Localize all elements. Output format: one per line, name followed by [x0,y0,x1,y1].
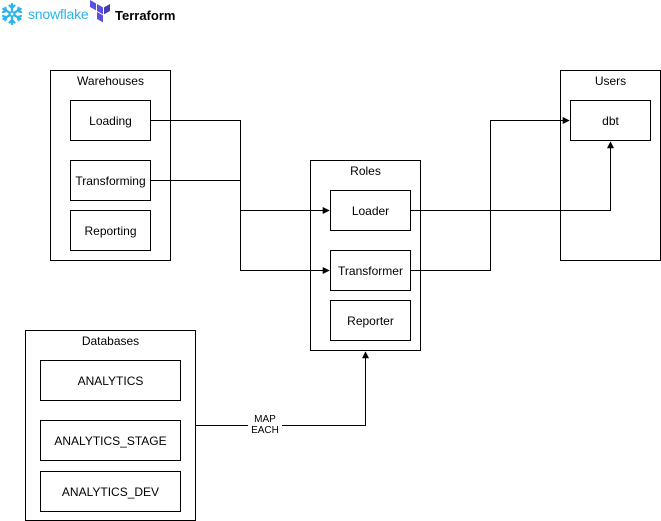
warehouse-transforming[interactable]: Transforming [70,160,151,201]
databases-title: Databases [81,334,140,348]
user-dbt[interactable]: dbt [570,100,651,141]
edge-transformer-to-dbt [411,117,570,271]
warehouses-title: Warehouses [77,74,144,88]
snowflake-icon [1,2,23,26]
map-each-label-line1: MAP [254,414,276,425]
map-each-label: MAP EACH [248,414,282,436]
edge-loading-to-loader [151,120,330,214]
map-each-label-line2: EACH [251,425,279,436]
terraform-wordmark: Terraform [115,7,176,23]
terraform-icon [90,0,110,23]
warehouse-loading[interactable]: Loading [70,100,151,141]
database-analytics-dev[interactable]: ANALYTICS_DEV [40,471,181,512]
role-loader[interactable]: Loader [330,190,411,231]
warehouse-reporting[interactable]: Reporting [70,210,151,251]
users-title: Users [594,74,627,88]
terraform-logo: Terraform [90,0,175,30]
edge-transforming-to-transformer [151,180,330,274]
snowflake-logo: snowflake [0,0,89,28]
role-reporter[interactable]: Reporter [330,300,411,341]
snowflake-wordmark: snowflake [28,6,89,22]
role-transformer[interactable]: Transformer [330,250,411,291]
users-group: Users [560,70,661,261]
database-analytics-stage[interactable]: ANALYTICS_STAGE [40,420,181,461]
roles-title: Roles [350,164,381,178]
database-analytics[interactable]: ANALYTICS [40,360,181,401]
